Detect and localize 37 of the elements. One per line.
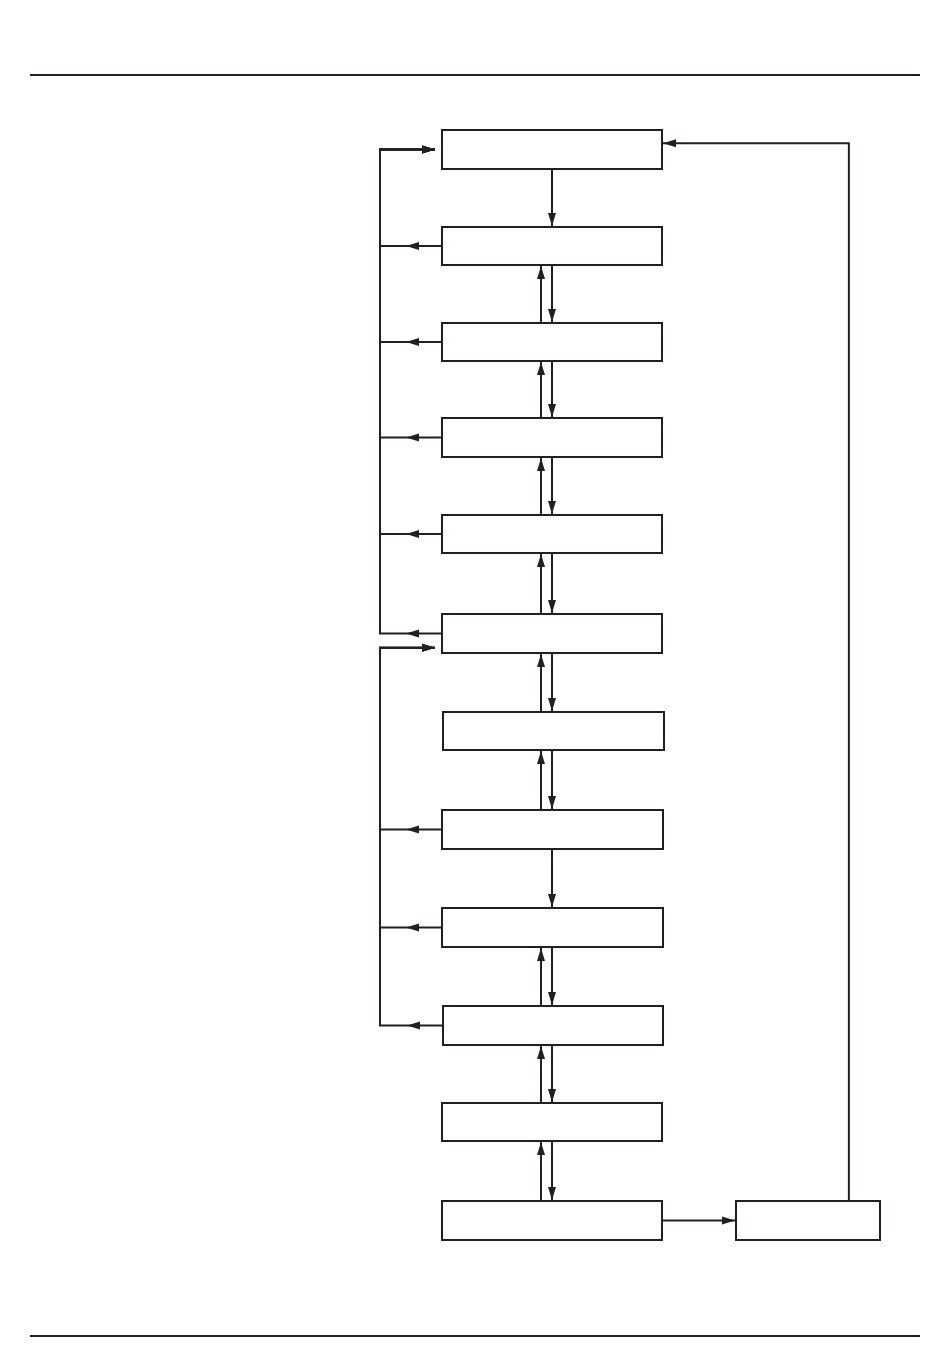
arrow — [548, 553, 556, 614]
arrow — [548, 1045, 556, 1103]
empty-box — [441, 907, 664, 948]
arrow — [548, 1141, 556, 1201]
arrow — [537, 750, 545, 810]
empty-box — [442, 711, 665, 751]
arrow — [537, 361, 545, 418]
empty-box — [441, 322, 663, 362]
arrow — [662, 1216, 736, 1225]
empty-box — [441, 129, 663, 170]
arrow — [548, 169, 556, 227]
arrow — [548, 457, 556, 515]
arrow — [379, 643, 443, 1030]
empty-box — [441, 226, 663, 266]
empty-box — [735, 1200, 881, 1241]
empty-box — [441, 613, 663, 654]
arrow — [662, 139, 850, 1201]
empty-box — [441, 514, 663, 554]
arrow — [548, 849, 556, 908]
empty-box — [442, 1005, 664, 1046]
arrow — [537, 653, 545, 712]
arrow — [379, 145, 442, 638]
empty-box — [441, 1200, 663, 1241]
empty-box — [441, 1102, 663, 1142]
empty-box — [441, 417, 663, 458]
arrow — [537, 947, 545, 1006]
arrow — [537, 457, 545, 515]
arrow — [537, 1141, 545, 1201]
arrow — [548, 750, 556, 810]
empty-box — [441, 809, 664, 850]
arrow — [537, 553, 545, 614]
arrow — [548, 265, 556, 323]
arrow — [537, 1045, 545, 1103]
arrow — [548, 361, 556, 418]
arrow — [537, 265, 545, 323]
arrow — [548, 947, 556, 1006]
arrow — [548, 653, 556, 712]
